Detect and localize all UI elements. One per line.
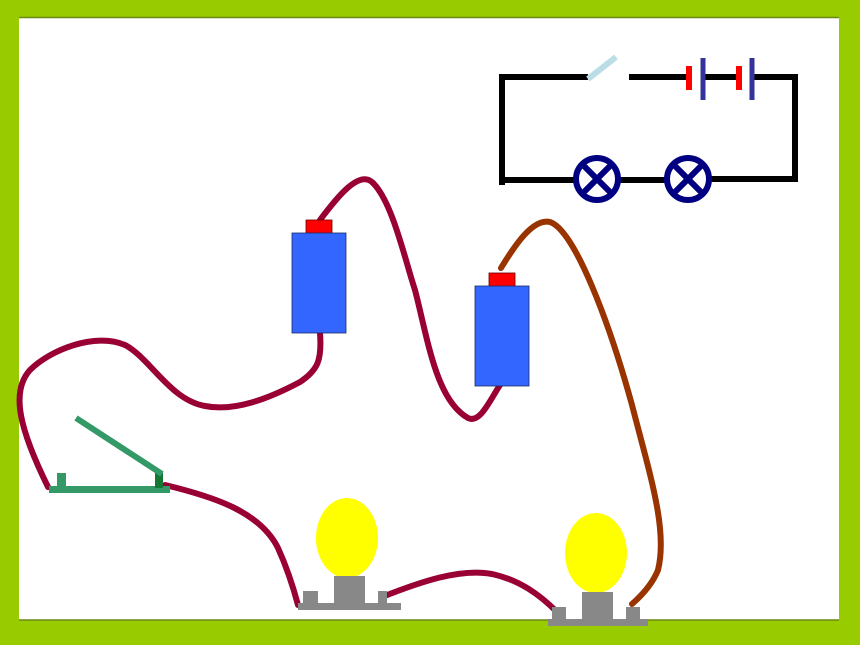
wire-battery2-to-bulb2	[498, 218, 664, 607]
bulb-1-socket	[334, 576, 365, 606]
canvas-background	[19, 17, 839, 620]
knife-switch-open	[49, 415, 170, 493]
battery-1-body	[291, 232, 347, 334]
schematic-battery-cell-1	[686, 58, 706, 100]
bulb-2-glass	[565, 513, 627, 593]
switch-base	[49, 486, 170, 493]
switch-post-right	[155, 473, 163, 488]
schematic-battery-cell-2	[736, 58, 755, 100]
circuit-schematic	[499, 54, 798, 203]
bulb-2-plate	[548, 619, 648, 626]
schematic-lamp-2	[664, 155, 712, 203]
schematic-lamp-1	[573, 155, 621, 203]
pictorial-circuit	[16, 176, 664, 615]
bulb-1	[298, 498, 401, 610]
bulb-1-lug-right	[378, 591, 387, 606]
wire-switch-to-bulb1	[162, 482, 301, 608]
bulb-1-glass	[316, 498, 378, 578]
wire-battery1-to-switch	[16, 330, 324, 490]
bulb-2	[548, 513, 648, 626]
wire-battery1-top-to-battery2	[317, 176, 503, 422]
bulb-1-lug-left	[303, 591, 318, 606]
bulb-2-socket	[582, 592, 613, 622]
bulb-2-lug-left	[552, 607, 566, 621]
switch-lever	[74, 415, 164, 477]
bulb-2-lug-right	[626, 607, 640, 621]
schematic-switch-open	[586, 54, 618, 82]
wire-bulb1-to-bulb2	[379, 569, 560, 615]
bulb-1-plate	[298, 603, 401, 610]
battery-1	[291, 219, 347, 334]
switch-post-left	[57, 473, 66, 488]
battery-2	[474, 272, 530, 387]
battery-2-body	[474, 285, 530, 387]
battery-1-terminal	[305, 219, 333, 235]
battery-2-terminal	[488, 272, 516, 288]
